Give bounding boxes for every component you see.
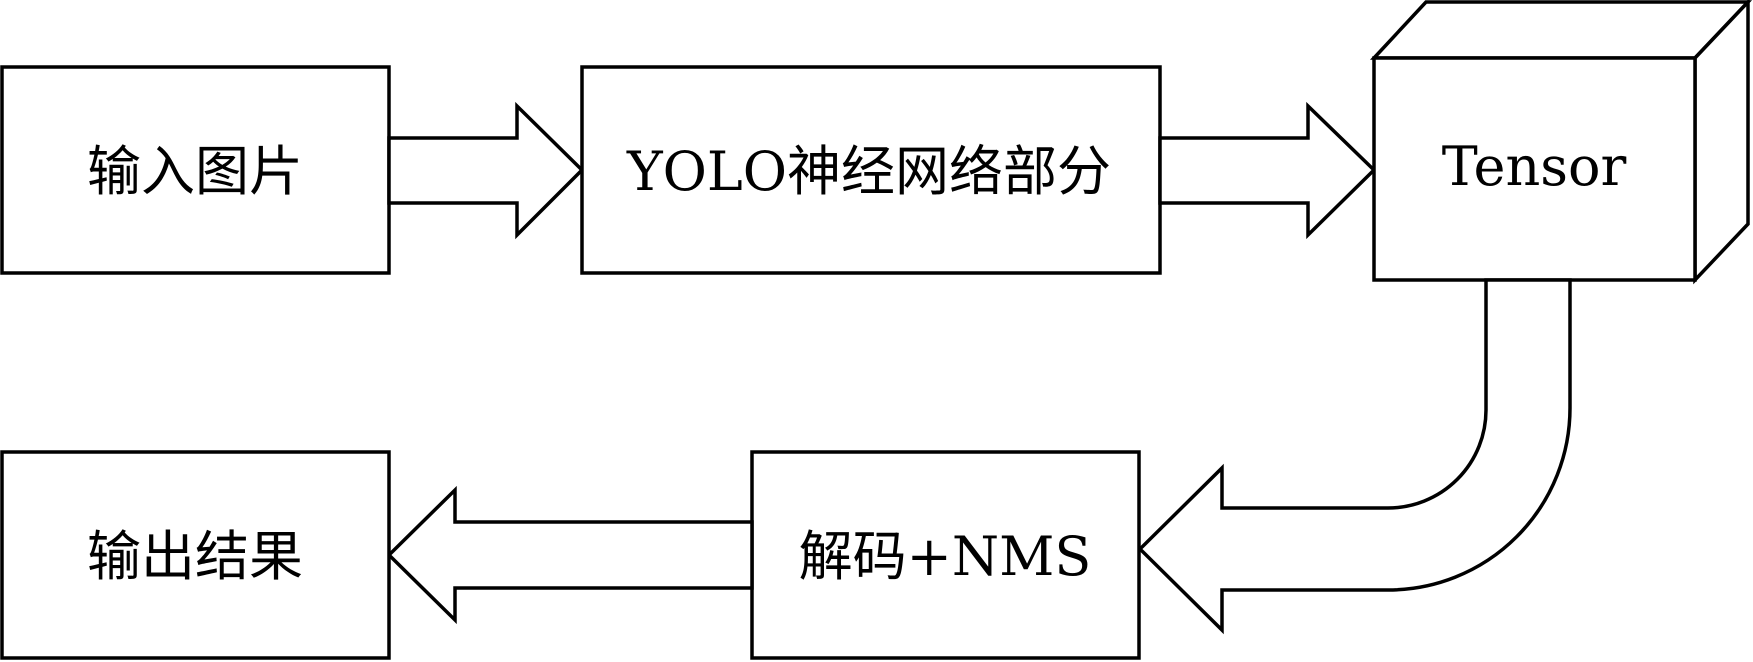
arrow-input-to-yolo	[387, 101, 585, 240]
input-image-box	[0, 65, 391, 275]
tensor-cube-top-face	[1369, 0, 1753, 60]
arrow-yolo-to-tensor	[1158, 101, 1377, 240]
tensor-cube-front-face	[1372, 56, 1697, 282]
yolo-network-label: YOLO神经网络部分	[626, 140, 1111, 203]
decode-nms-box	[750, 450, 1141, 660]
yolo-network-box	[580, 65, 1162, 275]
tensor-cube	[1369, 0, 1753, 285]
output-result-label: 输出结果	[87, 525, 303, 588]
tensor-label: Tensor	[1442, 135, 1627, 198]
output-result-box	[0, 450, 391, 660]
input-image-label: 输入图片	[87, 140, 303, 203]
arrow-decode-to-output	[386, 485, 754, 625]
arrow-tensor-to-decode	[1137, 278, 1572, 635]
decode-nms-label: 解码+NMS	[799, 525, 1092, 588]
